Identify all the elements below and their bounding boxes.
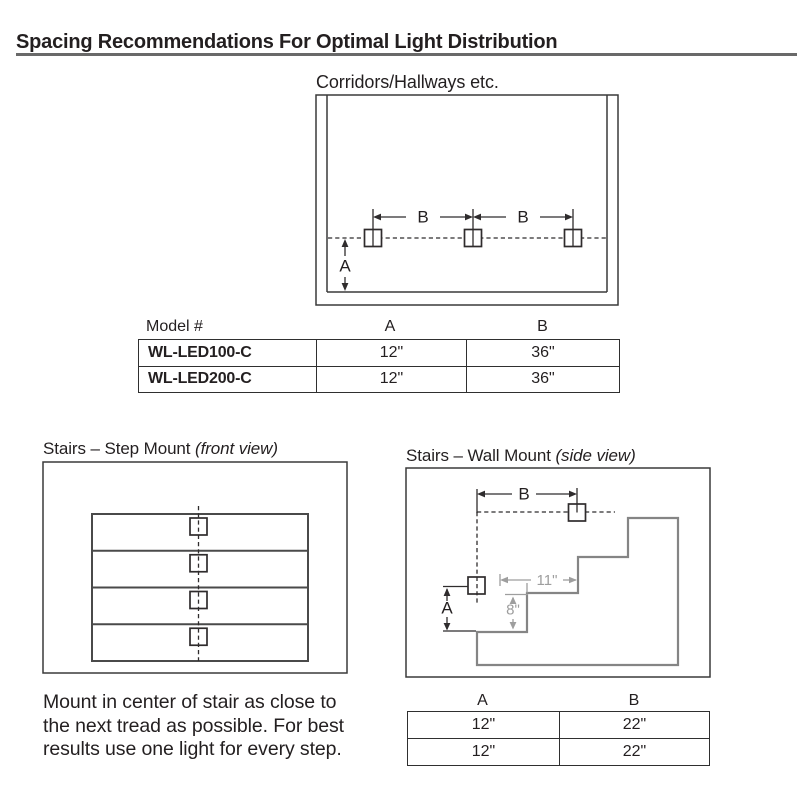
step-mount-diagram <box>42 461 348 674</box>
dim-b-label: B <box>518 485 529 504</box>
diagram-frame <box>405 467 711 678</box>
b-cell: 22" <box>559 712 709 738</box>
model-column-header: Model # <box>146 318 203 335</box>
dimension-b-left: B <box>372 208 474 247</box>
table-row: 12" 22" <box>408 738 709 765</box>
dim-b-label: B <box>517 208 528 227</box>
stair-front-view <box>91 513 309 662</box>
b-cell: 36" <box>466 340 619 366</box>
step-mount-section-title: Stairs – Step Mount (front view) <box>43 439 278 459</box>
model-cell: WL-LED100-C <box>148 343 252 361</box>
note-line: Mount in center of stair as close to <box>43 691 337 713</box>
dim-b-label: B <box>417 208 428 227</box>
table-row: WL-LED200-C 12" 36" <box>139 365 619 392</box>
tread-depth-label: 11" <box>537 572 558 589</box>
corridor-section-title: Corridors/Hallways etc. <box>316 72 499 92</box>
a-column-header: A <box>384 318 396 335</box>
step-mount-title-text: Stairs – Step Mount <box>43 439 191 458</box>
mounting-note: Mount in center of stair as close to the… <box>43 691 344 762</box>
diagram-frame <box>42 461 348 674</box>
stair-side-profile <box>475 516 680 667</box>
b-cell: 22" <box>559 739 709 765</box>
dimension-tread-11: 11" <box>499 572 577 593</box>
dimension-b: B <box>476 485 578 513</box>
dimension-b-right: B <box>473 208 574 247</box>
page-title: Spacing Recommendations For Optimal Ligh… <box>16 31 558 53</box>
dimension-a: A <box>441 585 476 632</box>
note-line: the next tread as possible. For best <box>43 714 344 737</box>
model-spacing-table: WL-LED100-C 12" 36" WL-LED200-C 12" 36" <box>138 339 620 393</box>
wall-mount-spacing-table: 12" 22" 12" 22" <box>407 711 710 766</box>
step-mount-view-label: (front view) <box>195 439 278 458</box>
title-rule <box>16 53 797 56</box>
b-cell: 36" <box>466 366 619 392</box>
wall-mount-section-title: Stairs – Wall Mount (side view) <box>406 446 636 466</box>
table-row: WL-LED100-C 12" 36" <box>139 340 619 366</box>
dimension-riser-8: 8" <box>505 593 528 630</box>
wall-mount-diagram: B A 11" 8" <box>405 467 711 678</box>
a-cell: 12" <box>316 366 466 392</box>
wall-mount-title-text: Stairs – Wall Mount <box>406 446 551 465</box>
a-column-header: A <box>477 692 488 709</box>
riser-height-label: 8" <box>506 602 520 619</box>
dim-a-label: A <box>339 257 351 276</box>
b-column-header: B <box>628 692 640 709</box>
dim-a-label: A <box>441 599 453 618</box>
b-column-header: B <box>537 318 548 335</box>
table-row: 12" 22" <box>408 712 709 738</box>
wall-mount-view-label: (side view) <box>555 446 636 465</box>
dimension-a: A <box>339 239 351 291</box>
a-cell: 12" <box>471 743 496 760</box>
corridor-diagram: B B A <box>315 94 619 306</box>
note-line: results use one light for every step. <box>43 738 342 761</box>
corridor-walls <box>315 94 619 306</box>
model-cell: WL-LED200-C <box>148 370 252 388</box>
a-cell: 12" <box>471 716 496 733</box>
a-cell: 12" <box>316 340 466 366</box>
